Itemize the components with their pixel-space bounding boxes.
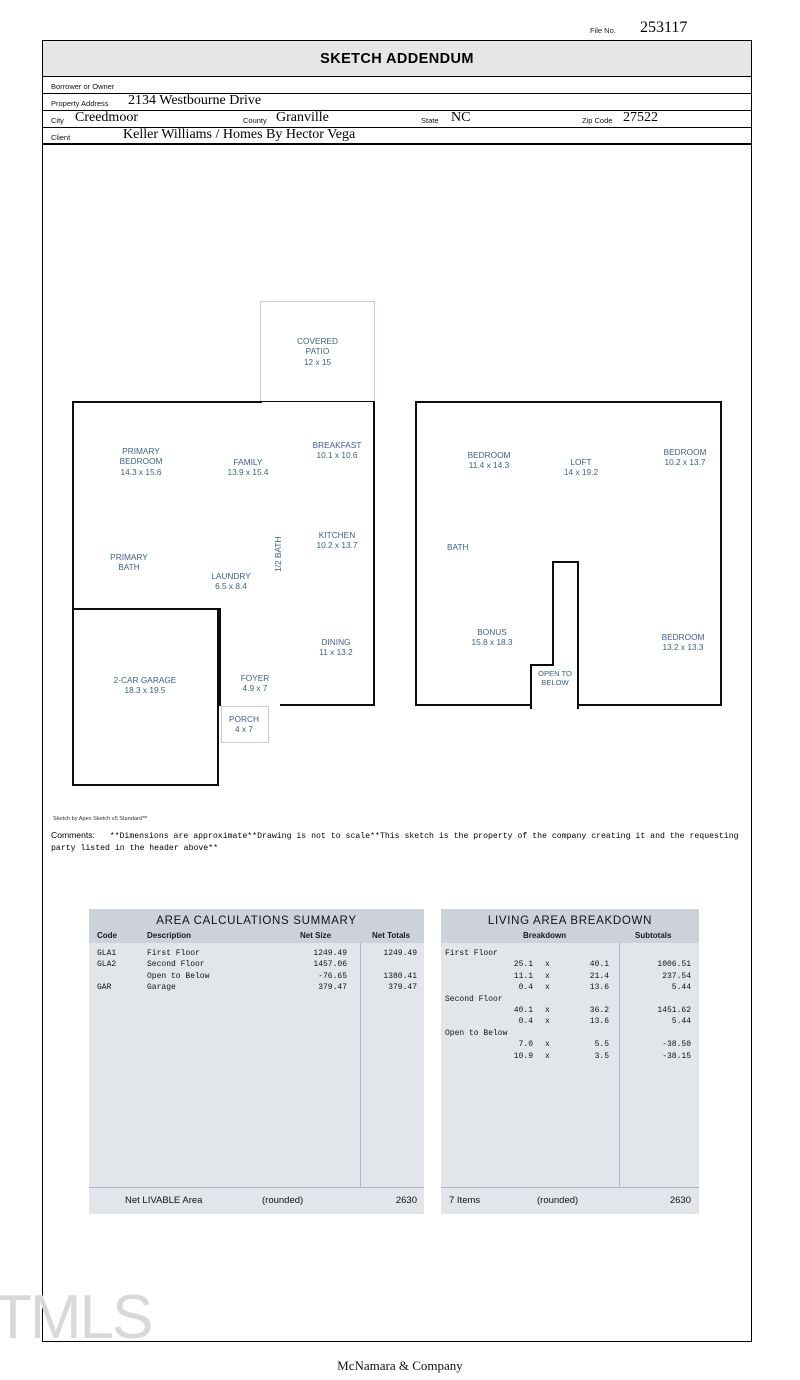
items-count: 7 Items [449, 1195, 481, 1206]
net-livable-rounded: (rounded) [262, 1195, 304, 1206]
table-row: 0.4 x 13.6 5.44 [518, 1017, 691, 1027]
label-kitchen: KITCHEN 10.2 x 13.7 [316, 530, 358, 551]
file-number-label: File No. [590, 26, 616, 35]
label-bonus: BONUS 15.8 x 18.3 [471, 627, 513, 648]
col-net-totals: Net Totals [372, 931, 411, 940]
table-row: GLA2 Second Floor 1457.06 [97, 960, 347, 970]
col-description: Description [147, 931, 192, 940]
borrower-label: Borrower or Owner [51, 82, 115, 91]
state-value: NC [451, 110, 471, 125]
zip-value: 27522 [623, 110, 658, 125]
area-summary-footer: Net LIVABLE Area (rounded) 2630 [89, 1187, 424, 1214]
foyer-left-wall [219, 608, 280, 706]
page-footer: McNamara & Company [337, 1358, 463, 1373]
label-laundry: LAUNDRY 6.5 x 8.4 [211, 571, 251, 592]
county-label: County [243, 116, 267, 125]
living-breakdown-title: LIVING AREA BREAKDOWN [441, 909, 699, 928]
tmls-watermark: TMLS [0, 1283, 153, 1352]
label-breakfast: BREAKFAST 10.1 x 10.6 [312, 440, 362, 461]
group-header: Open to Below [445, 1028, 508, 1038]
property-address-label: Property Address [51, 99, 109, 108]
table-row: 40.1 x 36.2 1451.62 [513, 1005, 691, 1015]
col-net-size: Net Size [300, 931, 332, 940]
client-row: Client Keller Williams / Homes By Hector… [43, 127, 751, 145]
cutout-seam-a [554, 663, 577, 668]
col-breakdown: Breakdown [523, 931, 567, 940]
comments-text: **Dimensions are approximate**Drawing is… [51, 832, 739, 853]
state-label: State [421, 116, 439, 125]
table-row: GAR Garage 379.47 379.47 [97, 983, 417, 993]
items-total: 2630 [669, 1195, 691, 1206]
items-rounded: (rounded) [537, 1195, 579, 1206]
living-area-breakdown-table: LIVING AREA BREAKDOWN Breakdown Subtotal… [441, 909, 699, 1214]
file-number-value: 253117 [640, 19, 688, 36]
property-address-row: Property Address 2134 Westbourne Drive [43, 93, 751, 111]
net-livable-total: 2630 [395, 1195, 417, 1206]
col-subtotals: Subtotals [635, 931, 672, 940]
living-breakdown-footer: 7 Items (rounded) 2630 [441, 1187, 699, 1214]
label-loft: LOFT 14 x 19.2 [563, 457, 599, 478]
label-primary-bath: PRIMARY BATH [110, 552, 148, 573]
table-row: 0.4 x 13.6 5.44 [518, 983, 691, 993]
table-row: 11.1 x 21.4 237.54 [513, 971, 691, 981]
label-bath: BATH [447, 542, 469, 552]
title-band: SKETCH ADDENDUM [43, 41, 751, 77]
comments-block: Comments: **Dimensions are approximate**… [51, 830, 745, 854]
city-value: Creedmoor [75, 110, 138, 125]
zip-label: Zip Code [582, 116, 613, 125]
page-title: SKETCH ADDENDUM [320, 51, 474, 67]
porch-outline [221, 706, 269, 743]
apex-sketch-credit: Sketch by Apex Sketch v5 Standard™ [53, 816, 148, 822]
patio-opening [262, 402, 373, 405]
document-page: SKETCH ADDENDUM Borrower or Owner Proper… [42, 40, 752, 1342]
area-summary-body: GLA1 First Floor 1249.49 1249.49 GLA2 Se… [89, 943, 424, 995]
label-porch: PORCH 4 x 7 [229, 714, 259, 735]
area-calculations-summary-table: AREA CALCULATIONS SUMMARY Code Descripti… [89, 909, 424, 1214]
label-half-bath: 1/2 BATH [272, 536, 283, 572]
borrower-row: Borrower or Owner [43, 77, 751, 94]
living-breakdown-divider [619, 943, 620, 1188]
net-livable-label: Net LIVABLE Area [125, 1195, 203, 1206]
label-bedroom-left: BEDROOM 11.4 x 14.3 [467, 450, 511, 471]
table-row: 25.1 x 40.1 1006.51 [513, 960, 691, 970]
file-number-row: File No. 253117 [560, 19, 760, 40]
client-value: Keller Williams / Homes By Hector Vega [123, 127, 356, 142]
comments-label: Comments: [51, 830, 95, 840]
city-county-state-zip-row: City Creedmoor County Granville State NC… [43, 110, 751, 128]
group-header: Second Floor [445, 994, 503, 1004]
label-covered-patio: COVERED PATIO 12 x 15 [296, 336, 339, 367]
client-label: Client [51, 133, 71, 142]
area-summary-header-row: Code Description Net Size Net Totals [89, 928, 424, 943]
area-summary-divider [360, 943, 361, 1188]
sketch-drawing: COVERED PATIO 12 x 15 PRIMARY BEDROOM 14… [43, 146, 753, 826]
label-primary-bedroom: PRIMARY BEDROOM 14.3 x 15.6 [119, 446, 163, 477]
living-breakdown-body: First Floor 25.1 x 40.1 1006.51 11.1 x 2… [441, 943, 699, 1063]
property-address-value: 2134 Westbourne Drive [128, 93, 262, 108]
label-open-to-below: OPEN TO BELOW [538, 669, 572, 688]
label-bedroom-right-bottom: BEDROOM 13.2 x 13.3 [661, 632, 705, 653]
living-breakdown-header-row: Breakdown Subtotals [441, 928, 699, 943]
city-label: City [51, 116, 64, 125]
table-row: 7.0 x 5.5 -38.50 [518, 1040, 691, 1050]
garage-wall-join [75, 610, 216, 704]
col-code: Code [97, 931, 117, 940]
label-garage: 2-CAR GARAGE 18.3 x 19.5 [113, 675, 177, 696]
county-value: Granville [276, 110, 329, 125]
group-header: First Floor [445, 949, 498, 958]
table-row: Open to Below -76.65 1380.41 [147, 971, 417, 981]
label-bedroom-right-top: BEDROOM 10.2 x 13.7 [663, 447, 707, 468]
table-row: 10.9 x 3.5 -38.15 [513, 1051, 691, 1061]
open-to-below-base [530, 664, 579, 709]
label-family: FAMILY 13.9 x 15.4 [227, 457, 269, 478]
label-dining: DINING 11 x 13.2 [319, 637, 353, 658]
area-summary-title: AREA CALCULATIONS SUMMARY [89, 909, 424, 928]
label-foyer: FOYER 4.9 x 7 [240, 673, 270, 694]
covered-patio-outline [260, 301, 375, 406]
cutout-seam-b [532, 704, 577, 709]
table-row: GLA1 First Floor 1249.49 1249.49 [97, 949, 417, 958]
